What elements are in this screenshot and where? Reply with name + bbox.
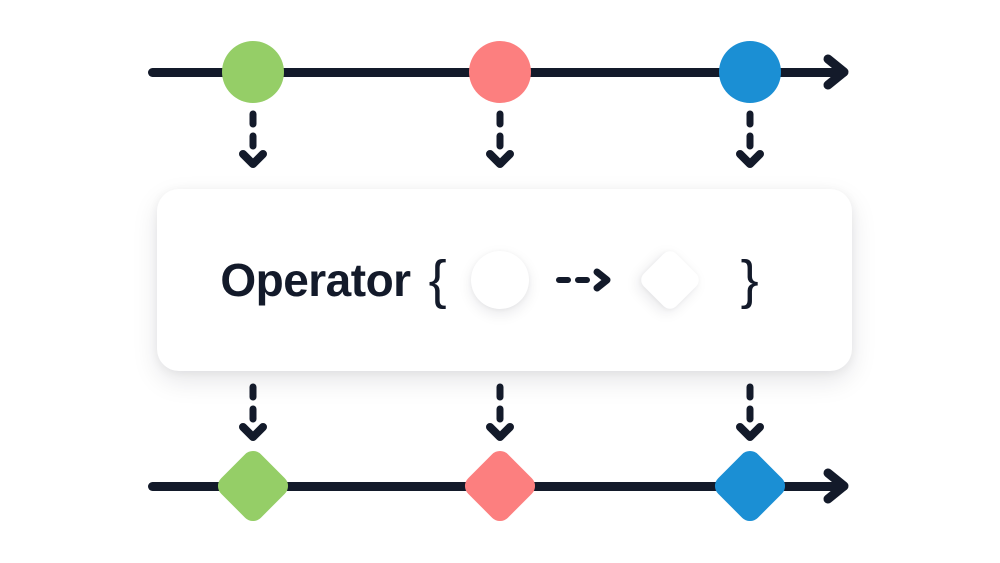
bottom-timeline-arrow-right-icon xyxy=(822,468,856,504)
connector-down-1-dashed-arrow-down-icon xyxy=(239,110,267,174)
bottom-node-green-diamond[interactable] xyxy=(213,446,293,526)
top-node-salmon-circle[interactable] xyxy=(469,41,531,103)
transform-dashed-arrow-right-icon xyxy=(555,268,617,292)
operator-input-circle xyxy=(470,251,529,309)
operator-output-diamond xyxy=(637,247,703,313)
connector-down-5-dashed-arrow-down-icon xyxy=(486,383,514,447)
bottom-node-salmon-diamond[interactable] xyxy=(460,446,540,526)
connector-down-3-dashed-arrow-down-icon xyxy=(736,110,764,174)
connector-down-4-dashed-arrow-down-icon xyxy=(239,383,267,447)
bottom-node-blue-diamond[interactable] xyxy=(710,446,790,526)
operator-label: Operator xyxy=(220,254,411,306)
top-node-green-circle[interactable] xyxy=(222,41,284,103)
connector-down-6-dashed-arrow-down-icon xyxy=(736,383,764,447)
top-node-blue-circle[interactable] xyxy=(719,41,781,103)
top-timeline-arrow-right-icon xyxy=(822,54,856,90)
brace-close: } xyxy=(740,250,759,310)
operator-panel[interactable]: Operator { } xyxy=(157,189,852,371)
operator-panel-content: Operator { } xyxy=(220,247,764,313)
connector-down-2-dashed-arrow-down-icon xyxy=(486,110,514,174)
brace-open: { xyxy=(428,250,447,310)
